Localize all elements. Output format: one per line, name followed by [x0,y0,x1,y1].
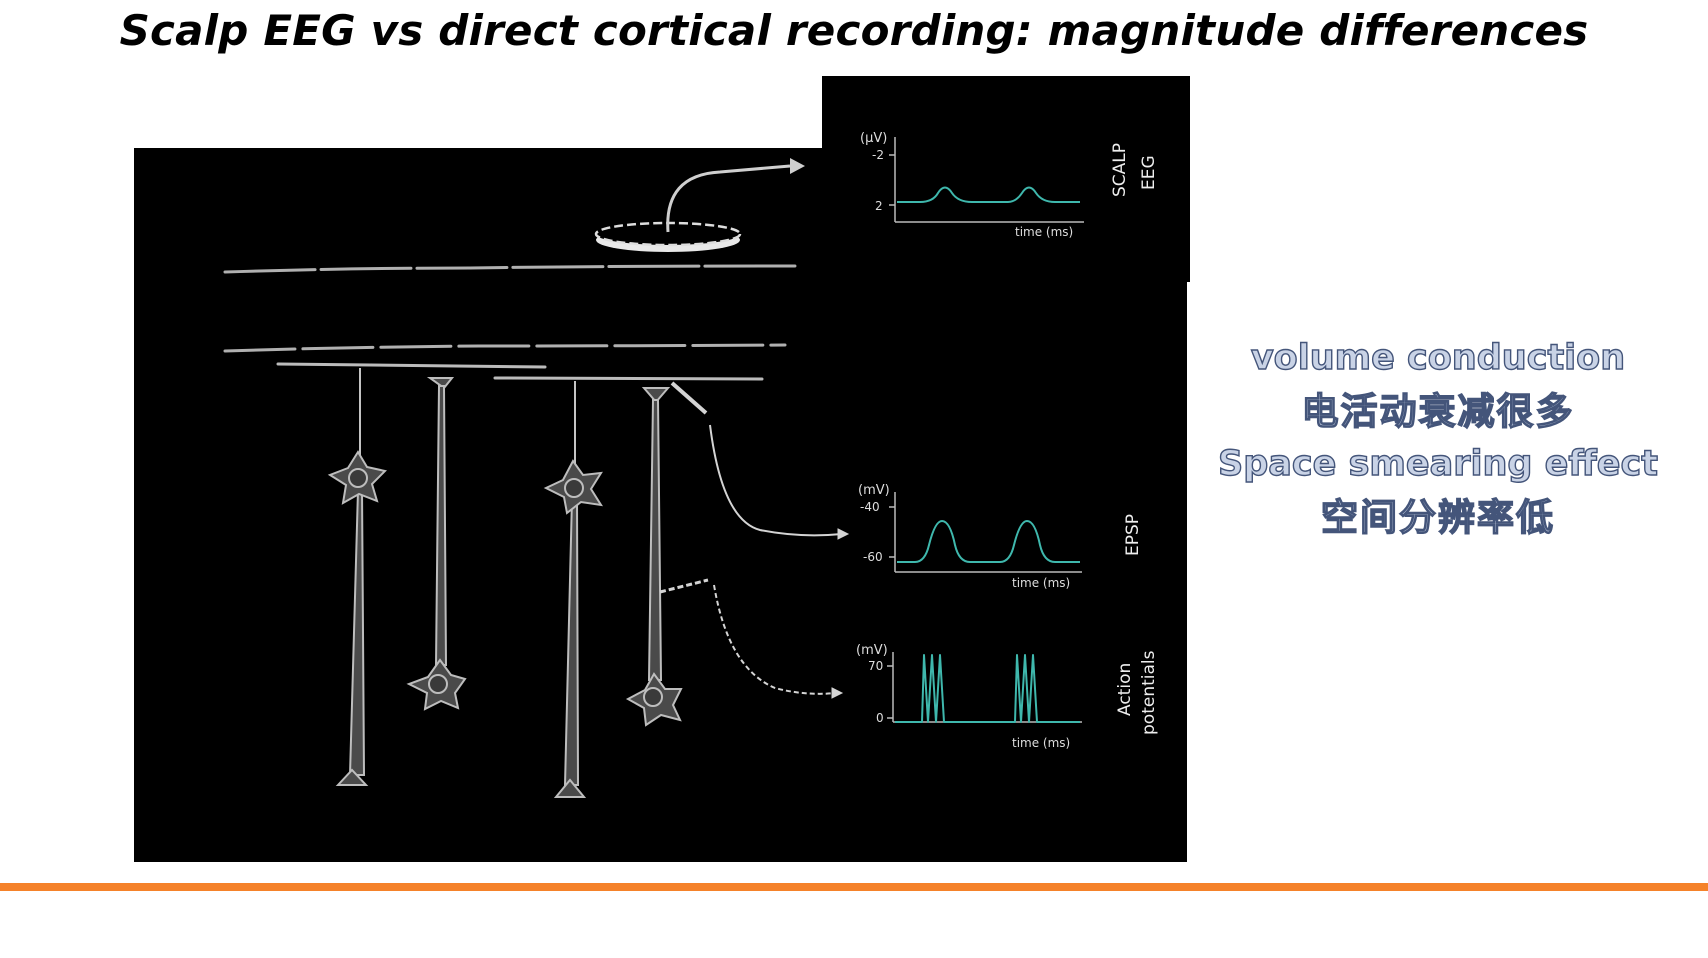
ap-unit-label: (mV) [856,643,888,658]
neuron-icon [625,387,683,727]
scalp-unit-label: (µV) [860,131,887,146]
eeg-electrode-icon [594,158,805,252]
scalp-tick-label: 2 [875,199,883,213]
ap-xlabel: time (ms) [1012,736,1070,750]
dendrite-line-left [276,362,547,369]
epsp-xlabel: time (ms) [1012,576,1070,590]
epsp-electrode [670,381,708,415]
epsp-label: EPSP [1123,514,1143,556]
scalp-layer-line [223,264,797,274]
footer-accent-line [0,883,1708,891]
epsp-tick-label: -60 [863,550,883,564]
epsp-tick-label: -40 [860,500,880,514]
action-potential-trace [895,654,1080,723]
note-space-smearing: Space smearing effect [1217,443,1658,484]
intracellular-electrodes [659,381,850,699]
ap-label: Action [1115,663,1135,716]
note-volume-conduction: volume conduction [1250,337,1626,378]
scalp-tick-label: -2 [872,148,884,162]
note-low-resolution: 空间分辨率低 [1320,495,1555,539]
scalp-eeg-plot: (µV) -2 2 time (ms) SCALP EEG [860,131,1159,239]
notes-block: volume conduction 电活动衰减很多 Space smearing… [1208,332,1668,544]
scalp-eeg-panel-background [822,76,1190,282]
neuron-icon [327,368,387,786]
note-attenuation: 电活动衰减很多 [1301,389,1575,433]
ap-arrow [713,584,837,695]
epsp-plot: (mV) -40 -60 time (ms) EPSP [858,483,1143,590]
ap-tick-label: 0 [876,711,884,725]
scalp-layers [223,264,797,381]
scalp-eeg-label: SCALP [1110,143,1130,197]
epsp-arrow [709,424,843,537]
cortex-layer-line [223,343,787,353]
scalp-eeg-label: EEG [1139,155,1159,190]
pyramidal-neurons [327,368,683,798]
neuron-icon [406,377,467,711]
scalp-xlabel: time (ms) [1015,225,1073,239]
slide-title: Scalp EEG vs direct cortical recording: … [119,6,1589,55]
action-potential-plot: (mV) 70 0 time (ms) Action potentials [856,643,1159,750]
ap-tick-label: 70 [868,659,883,673]
epsp-unit-label: (mV) [858,483,890,498]
ap-label: potentials [1139,650,1159,735]
epsp-trace [897,519,1080,563]
dendrite-line-right [493,376,764,381]
ap-electrode [659,578,709,594]
scalp-eeg-trace [897,186,1080,203]
neuron-icon [543,381,603,798]
